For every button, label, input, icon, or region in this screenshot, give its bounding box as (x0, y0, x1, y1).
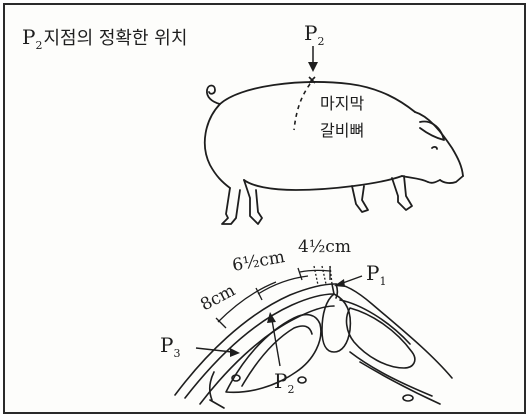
p2-marker-label: P2 (304, 21, 324, 48)
page-title: P2지점의 정확한 위치 (22, 25, 187, 52)
p2-marker-arrow (308, 46, 318, 72)
p3-label: P3 (160, 333, 180, 360)
measure-6-5cm: 6½cm (231, 247, 287, 276)
p1-label: P1 (366, 261, 386, 288)
p3-arrow (196, 348, 240, 357)
measure-8cm: 8cm (197, 281, 239, 316)
last-rib-dashed-line (294, 84, 310, 130)
p1-arrow (334, 276, 362, 287)
p2-section-label: P2 (274, 369, 294, 396)
rib-label-line1: 마지막 (320, 94, 364, 113)
rib-label-line2: 갈비뼈 (320, 121, 364, 140)
measure-4-5cm: 4½cm (298, 237, 351, 257)
